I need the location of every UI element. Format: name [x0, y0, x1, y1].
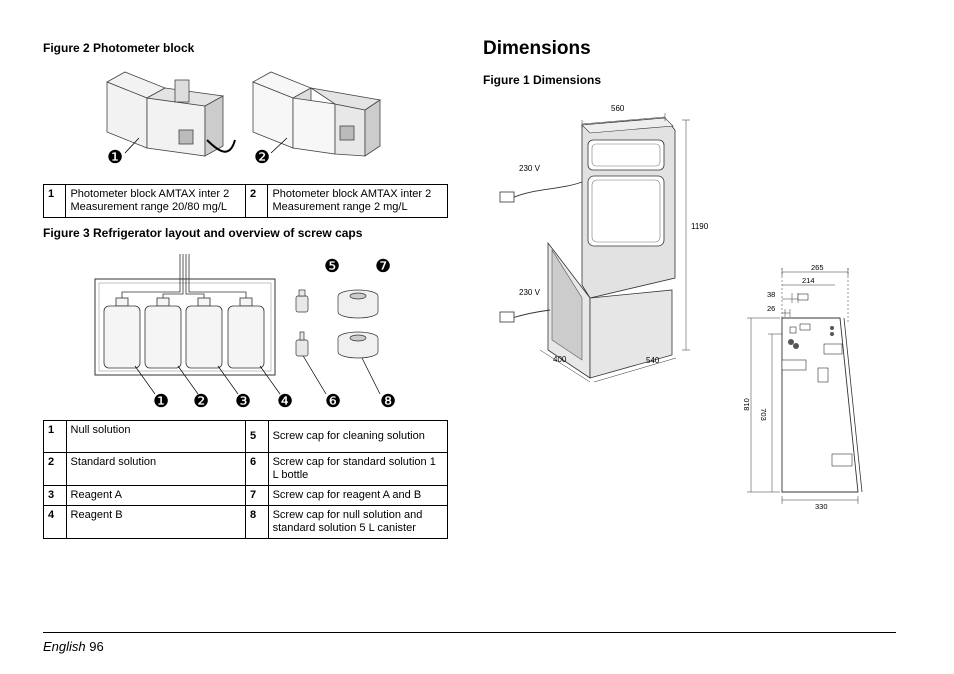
legend-num: 4 [43, 505, 67, 539]
analyzer-dimensions-front-illustration [499, 113, 690, 383]
figure1-caption: Figure 1 Dimensions [483, 73, 602, 87]
callout-2: ❷ [254, 147, 271, 167]
dim-width-top: 560 [611, 104, 625, 113]
callout-7: ❼ [375, 256, 392, 276]
dim-height: 1190 [691, 222, 709, 231]
legend-num: 3 [43, 485, 67, 506]
legend-text: Screw cap for standard solution 1 L bott… [267, 452, 449, 486]
callout-1: ❶ [153, 391, 170, 411]
callout-1: ❶ [107, 147, 124, 167]
callout-2: ❷ [193, 391, 210, 411]
table-row: 2 Standard solution 6 Screw cap for stan… [43, 452, 449, 486]
legend-num: 2 [244, 184, 269, 218]
legend-text: Screw cap for cleaning solution [267, 420, 449, 453]
footer-page-number: 96 [89, 639, 104, 654]
legend-num: 6 [245, 452, 269, 486]
footer: English 96 [43, 639, 104, 654]
legend-num: 5 [245, 420, 269, 453]
legend-num: 8 [245, 505, 269, 539]
table-row: 1 Photometer block AMTAX inter 2 Measure… [42, 184, 448, 218]
legend-text: Photometer block AMTAX inter 2 Measureme… [267, 184, 448, 218]
refrigerator-layout-illustration [94, 254, 381, 395]
callout-4: ❹ [277, 391, 294, 411]
table-row: 4 Reagent B 8 Screw cap for null solutio… [43, 505, 449, 539]
legend-text: Standard solution [65, 452, 247, 486]
dim-height-703: 703 [758, 408, 768, 421]
legend-num: 7 [245, 485, 269, 506]
legend-num: 1 [43, 420, 67, 453]
footer-rule [43, 632, 896, 633]
legend-num: 1 [42, 184, 67, 218]
photometer-block-illustration [106, 71, 382, 157]
dim-height-810: 810 [741, 398, 751, 411]
dim-base-width: 540 [646, 356, 660, 365]
dim-offset-26: 26 [767, 304, 776, 313]
dim-depth: 400 [553, 355, 567, 364]
figure3-legend-table: 1 Null solution 5 Screw cap for cleaning… [43, 420, 449, 539]
figure3-caption: Figure 3 Refrigerator layout and overvie… [43, 226, 363, 240]
callout-3: ❸ [235, 391, 252, 411]
legend-text: Screw cap for null solution and standard… [267, 505, 449, 539]
section-title: Dimensions [483, 38, 591, 59]
power-label-top: 230 V [519, 164, 540, 173]
figure2-caption: Figure 2 Photometer block [43, 41, 195, 55]
callout-5: ❺ [324, 256, 341, 276]
legend-text: Photometer block AMTAX inter 2 Measureme… [65, 184, 246, 218]
dim-side-depth: 330 [815, 502, 828, 511]
legend-num: 2 [43, 452, 67, 486]
dim-offset-38: 38 [767, 290, 776, 299]
callout-6: ❻ [325, 391, 342, 411]
callout-8: ❽ [380, 391, 397, 411]
dim-top-width: 265 [811, 263, 824, 272]
dim-top-inner: 214 [802, 276, 815, 285]
legend-text: Reagent B [65, 505, 247, 539]
footer-language: English [43, 639, 86, 654]
figure2-legend-table: 1 Photometer block AMTAX inter 2 Measure… [42, 184, 448, 218]
legend-text: Screw cap for reagent A and B [267, 485, 449, 506]
table-row: 3 Reagent A 7 Screw cap for reagent A an… [43, 485, 449, 506]
analyzer-dimensions-side-illustration [747, 268, 863, 504]
power-label-bottom: 230 V [519, 288, 540, 297]
legend-text: Reagent A [65, 485, 247, 506]
table-row: 1 Null solution 5 Screw cap for cleaning… [43, 420, 449, 453]
legend-text: Null solution [65, 420, 247, 453]
